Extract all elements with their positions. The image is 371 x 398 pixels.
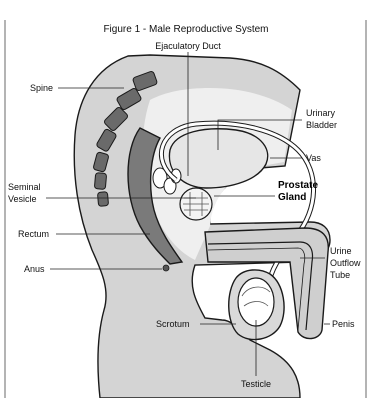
figure-title: Figure 1 - Male Reproductive System — [103, 24, 268, 35]
label-seminal-vesicle-line1: Seminal — [8, 182, 41, 192]
label-rectum: Rectum — [18, 229, 49, 239]
label-anus: Anus — [24, 264, 45, 274]
label-prostate-gland-line1: Prostate — [278, 180, 318, 191]
label-prostate-gland-line2: Gland — [278, 192, 306, 203]
label-spine: Spine — [30, 83, 53, 93]
testicle — [238, 278, 274, 326]
urinary-bladder — [169, 129, 267, 188]
label-urinary-bladder-line1: Urinary — [306, 108, 336, 118]
prostate-gland — [180, 188, 212, 220]
label-seminal-vesicle-line2: Vesicle — [8, 194, 37, 204]
label-vas: Vas — [306, 153, 321, 163]
label-urinary-bladder-line2: Bladder — [306, 120, 337, 130]
label-testicle: Testicle — [241, 379, 271, 389]
label-scrotum: Scrotum — [156, 319, 190, 329]
label-urine-outflow-tube-line2: Outflow — [330, 258, 361, 268]
anus-marker — [163, 265, 169, 271]
label-ejaculatory-duct: Ejaculatory Duct — [155, 41, 221, 51]
label-urine-outflow-tube-line1: Urine — [330, 246, 352, 256]
label-urine-outflow-tube-line3: Tube — [330, 270, 350, 280]
label-penis: Penis — [332, 319, 355, 329]
